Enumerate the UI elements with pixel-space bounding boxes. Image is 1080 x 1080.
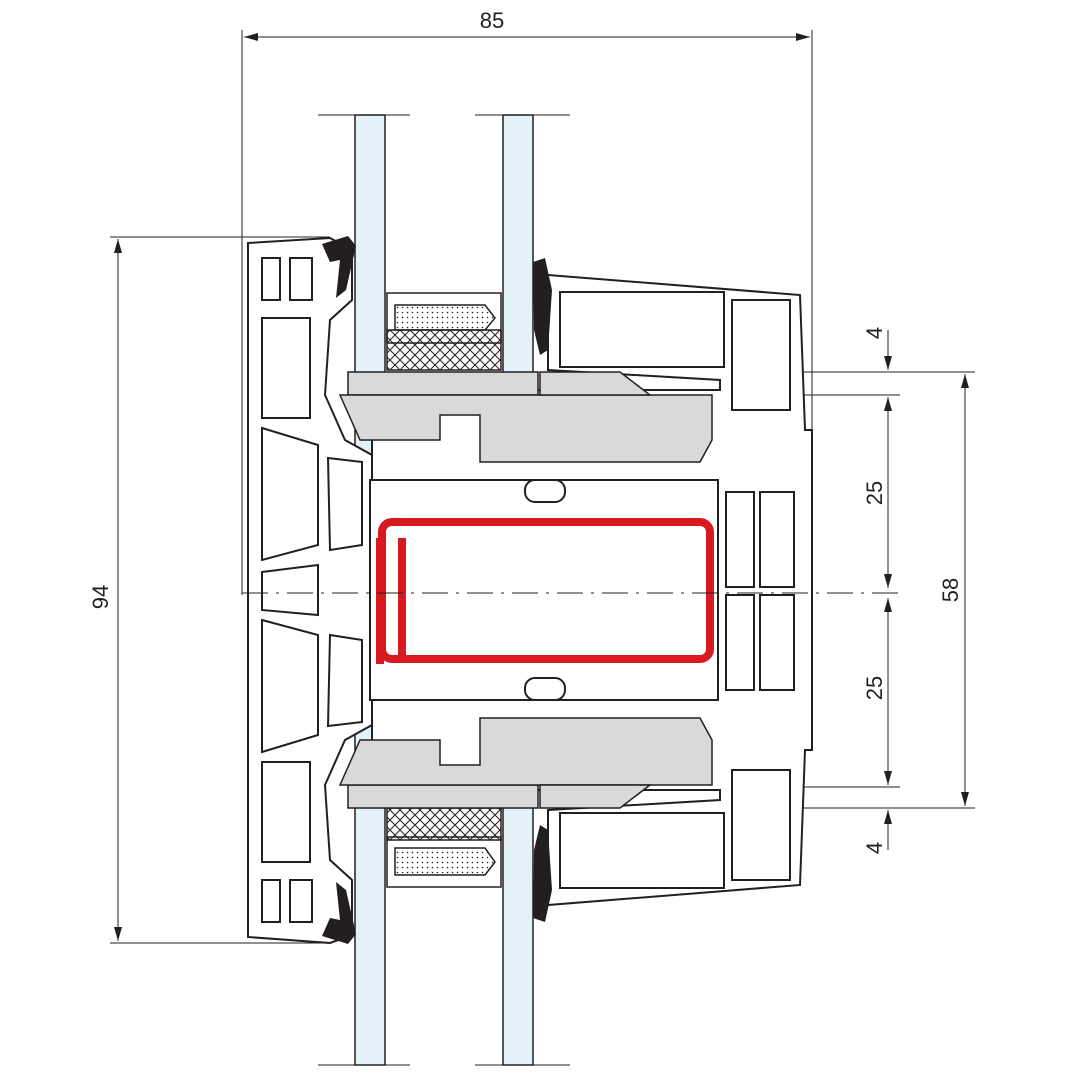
glass-spacers xyxy=(386,292,502,888)
frame-profile xyxy=(247,236,373,945)
steel-reinforcement xyxy=(376,518,714,664)
dimension-height: 94 xyxy=(88,236,330,944)
upper-half-label: 25 xyxy=(862,481,887,505)
height-label: 94 xyxy=(88,585,113,609)
top-offset-label: 4 xyxy=(862,327,887,339)
inner-height-label: 58 xyxy=(938,578,963,602)
dimension-width: 85 xyxy=(241,8,813,595)
bottom-offset-label: 4 xyxy=(862,842,887,854)
width-label: 85 xyxy=(480,8,504,33)
lower-half-label: 25 xyxy=(862,676,887,700)
gaskets xyxy=(338,371,713,809)
